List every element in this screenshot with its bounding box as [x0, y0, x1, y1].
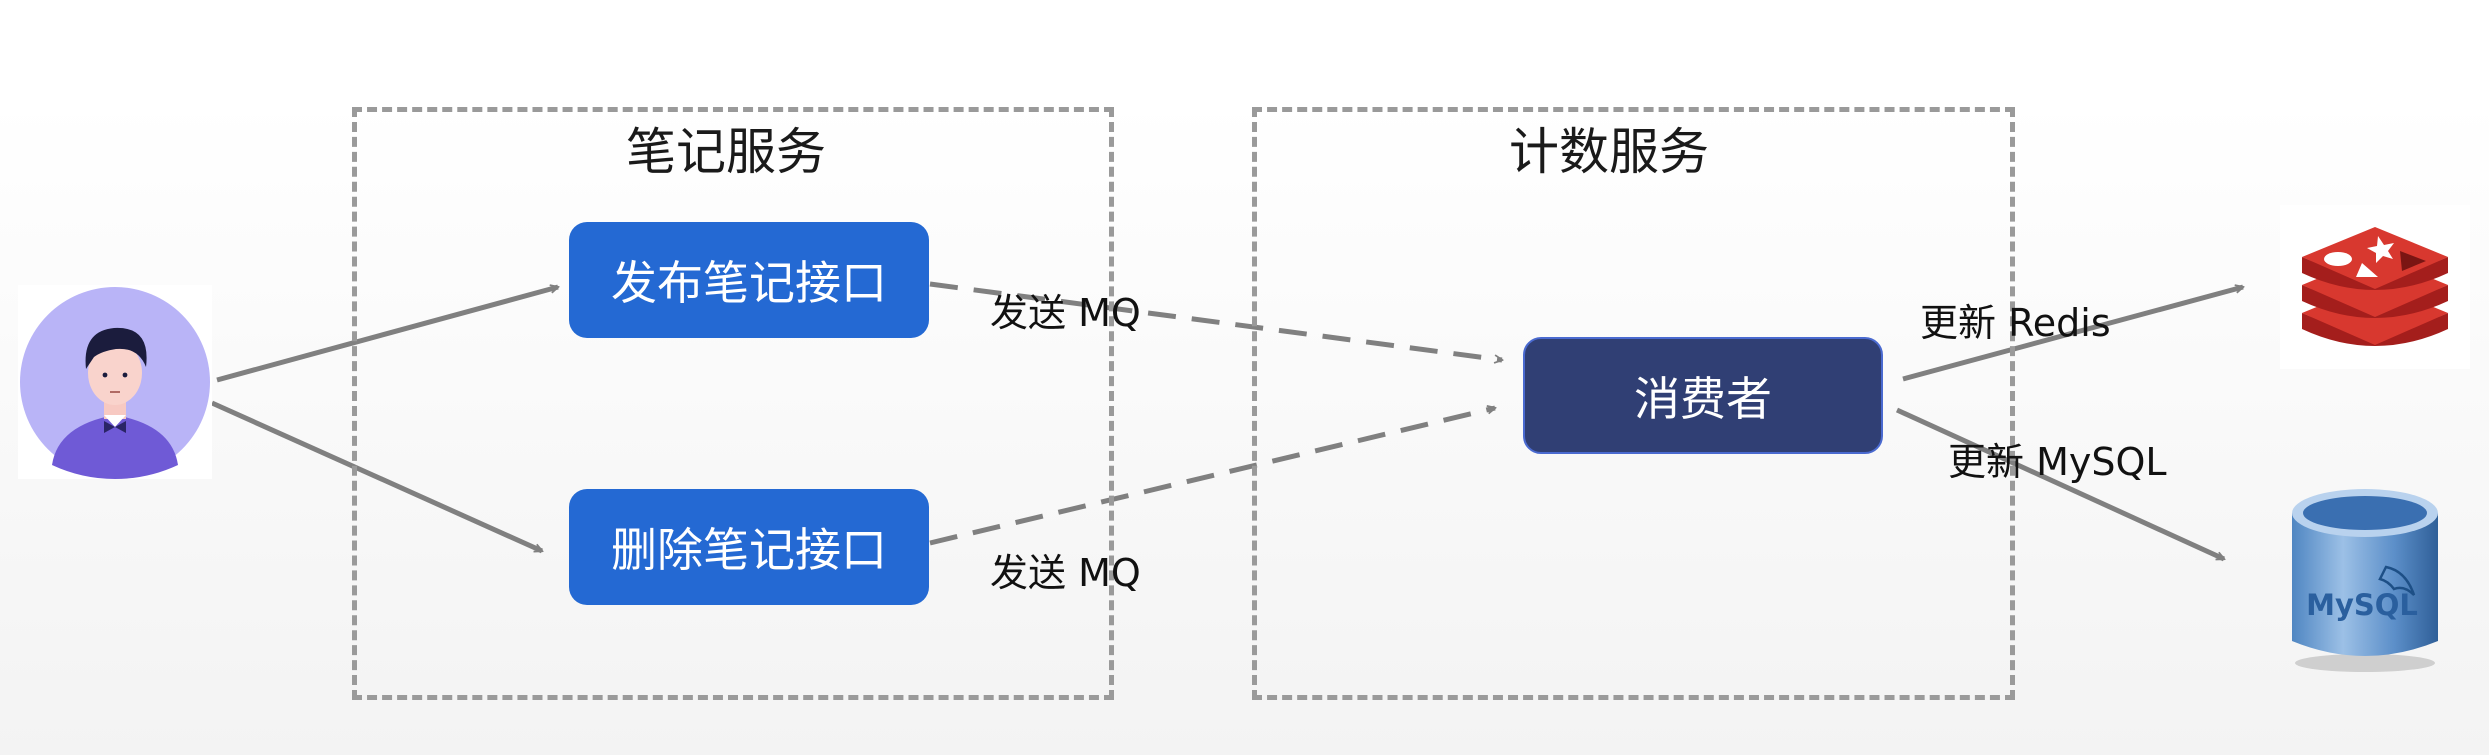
- update-redis-label: 更新 Redis: [1920, 301, 2111, 345]
- note-service-group: [352, 107, 1114, 700]
- arrow-user-to-publish: [216, 287, 558, 383]
- dashed-arrow-publish-to-consumer: [929, 281, 1502, 360]
- arrow-consumer-to-mysql: [1895, 407, 2224, 562]
- mysql-database-icon: MySQL: [2276, 485, 2454, 675]
- publish-mq-label: 发送 MQ: [990, 291, 1141, 335]
- mysql-logo-text: MySQL: [2306, 588, 2418, 622]
- delete-note-api-box[interactable]: 删除笔记接口: [569, 489, 929, 605]
- update-mysql-label: 更新 MySQL: [1948, 440, 2167, 484]
- note-service-title: 笔记服务: [626, 123, 826, 181]
- count-service-group: [1252, 107, 2015, 700]
- delete-mq-label: 发送 MQ: [990, 551, 1141, 595]
- redis-logo-icon: [2280, 205, 2470, 369]
- user-avatar-icon: [18, 285, 212, 479]
- count-service-title: 计数服务: [1509, 123, 1709, 181]
- consumer-box[interactable]: 消费者: [1523, 337, 1883, 454]
- arrow-consumer-to-redis: [1902, 287, 2243, 382]
- arrow-user-to-delete: [210, 400, 542, 554]
- publish-note-api-box[interactable]: 发布笔记接口: [569, 222, 929, 338]
- dashed-arrow-delete-to-consumer: [929, 408, 1495, 546]
